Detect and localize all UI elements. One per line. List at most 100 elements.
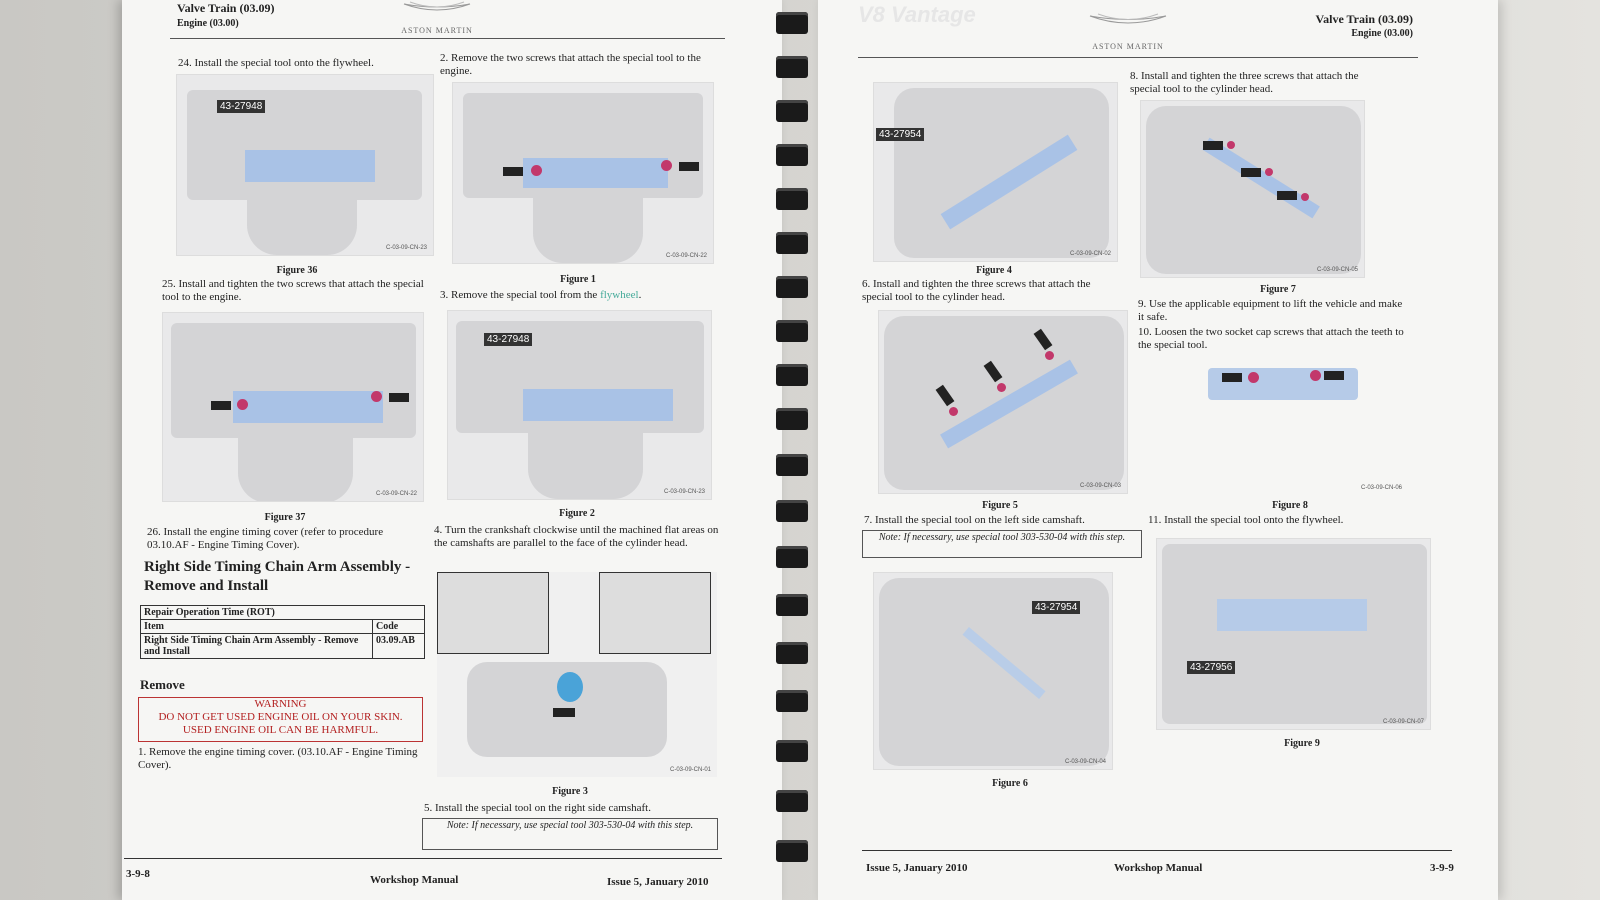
step-6: 6. Install and tighten the three screws …	[862, 278, 1091, 303]
note-box: Note: If necessary, use special tool 303…	[422, 818, 718, 850]
figure-code: C-03-09-CN-22	[665, 253, 707, 259]
figure-37-image: C-03-09-CN-22	[162, 312, 424, 502]
arrow-icon	[1222, 373, 1242, 382]
rot-item: Right Side Timing Chain Arm Assembly - R…	[140, 633, 373, 659]
logo-text: ASTON MARTIN	[401, 26, 473, 35]
watermark: V8 Vantage	[858, 2, 976, 27]
step-11: 11. Install the special tool onto the fl…	[1148, 514, 1344, 526]
aston-martin-logo: ASTON MARTIN	[392, 0, 482, 35]
flywheel-link[interactable]: flywheel	[600, 289, 639, 301]
step-5: 5. Install the special tool on the right…	[424, 802, 651, 814]
tool-label-43-27954: 43-27954	[1032, 601, 1081, 614]
tool-label-43-27948: 43-27948	[484, 333, 533, 346]
camshaft-highlight	[557, 672, 583, 702]
figure-36-image: 43-27948 C-03-09-CN-23	[176, 74, 434, 256]
figure-code: C-03-09-CN-23	[385, 245, 427, 251]
warning-title: WARNING	[254, 698, 307, 710]
figure-code: C-03-09-CN-05	[1316, 267, 1358, 273]
arrow-icon	[1241, 168, 1261, 177]
figure-7-image: C-03-09-CN-05	[1140, 100, 1365, 278]
step-9: 9. Use the applicable equipment to lift …	[1138, 298, 1403, 323]
step-10: 10. Loosen the two socket cap screws tha…	[1138, 326, 1404, 351]
footer-manual: Workshop Manual	[370, 874, 459, 886]
figure-code: C-03-09-CN-06	[1360, 485, 1402, 491]
figure-1-image: C-03-09-CN-22	[452, 82, 714, 264]
footer-manual: Workshop Manual	[1114, 862, 1203, 874]
step-3: 3. Remove the special tool from the flyw…	[440, 289, 642, 301]
figure-5-image: C-03-09-CN-03	[878, 310, 1128, 494]
left-header-subtitle: Engine (03.00)	[177, 18, 239, 29]
figure-6-image: 43-27954 C-03-09-CN-04	[873, 572, 1113, 770]
figure-4-caption: Figure 4	[976, 265, 1012, 276]
aston-martin-logo: ASTON MARTIN	[1078, 12, 1178, 51]
right-header-title: Valve Train (03.09)	[1315, 12, 1413, 26]
arrow-icon	[553, 708, 575, 717]
section-title: Right Side Timing Chain Arm Assembly - R…	[144, 559, 411, 594]
figure-8-image: C-03-09-CN-06	[1148, 350, 1408, 495]
header-rule	[858, 57, 1418, 58]
step-7: 7. Install the special tool on the left …	[864, 514, 1085, 526]
footer-issue: Issue 5, January 2010	[866, 862, 968, 874]
tool-label-43-27954: 43-27954	[876, 128, 925, 141]
warning-box: WARNING DO NOT GET USED ENGINE OIL ON YO…	[138, 697, 423, 742]
remove-heading: Remove	[140, 677, 185, 692]
note-box: Note: If necessary, use special tool 303…	[862, 530, 1142, 558]
footer-page-number: 3-9-9	[1430, 862, 1454, 874]
figure-code: C-03-09-CN-02	[1069, 251, 1111, 257]
step-25: 25. Install and tighten the two screws t…	[162, 278, 424, 303]
step-24: 24. Install the special tool onto the fl…	[178, 57, 374, 69]
tool-label-43-27956: 43-27956	[1187, 661, 1236, 674]
arrow-icon	[1203, 141, 1223, 150]
warning-text: DO NOT GET USED ENGINE OIL ON YOUR SKIN.…	[158, 711, 403, 736]
figure-3-image: C-03-09-CN-01	[437, 572, 717, 777]
figure-6-caption: Figure 6	[992, 778, 1028, 789]
figure-9-caption: Figure 9	[1284, 738, 1320, 749]
step-1: 1. Remove the engine timing cover. (03.1…	[138, 746, 418, 771]
figure-code: C-03-09-CN-01	[669, 767, 711, 773]
footer-rule	[124, 858, 722, 859]
tool-label-43-27948: 43-27948	[217, 100, 266, 113]
right-page: V8 Vantage ASTON MARTIN Valve Train (03.…	[818, 0, 1498, 900]
arrow-icon	[1277, 191, 1297, 200]
figure-code: C-03-09-CN-22	[375, 491, 417, 497]
rot-code: 03.09.AB	[372, 633, 425, 659]
left-header-title: Valve Train (03.09)	[177, 1, 275, 15]
rot-title: Repair Operation Time (ROT)	[140, 605, 425, 620]
figure-code: C-03-09-CN-03	[1079, 483, 1121, 489]
arrow-icon	[1324, 371, 1344, 380]
right-header-subtitle: Engine (03.00)	[1351, 28, 1413, 39]
figure-5-caption: Figure 5	[982, 500, 1018, 511]
figure-9-image: 43-27956 C-03-09-CN-07	[1156, 538, 1431, 730]
figure-8-caption: Figure 8	[1272, 500, 1308, 511]
figure-36-caption: Figure 36	[276, 265, 318, 276]
rot-col-code: Code	[372, 619, 425, 634]
header-rule	[170, 38, 725, 39]
rot-col-item: Item	[140, 619, 373, 634]
wings-icon	[403, 1, 471, 11]
step-2: 2. Remove the two screws that attach the…	[440, 52, 701, 77]
figure-3-caption: Figure 3	[552, 786, 588, 797]
arrow-icon	[503, 167, 523, 176]
figure-1-caption: Figure 1	[560, 274, 596, 285]
arrow-icon	[679, 162, 699, 171]
left-page: Valve Train (03.09) Engine (03.00) ASTON…	[122, 0, 782, 900]
logo-text: ASTON MARTIN	[1092, 42, 1164, 51]
figure-37-caption: Figure 37	[264, 512, 306, 523]
arrow-icon	[389, 393, 409, 402]
figure-2-caption: Figure 2	[559, 508, 595, 519]
figure-2-image: 43-27948 C-03-09-CN-23	[447, 310, 712, 500]
footer-rule	[862, 850, 1452, 851]
arrow-icon	[211, 401, 231, 410]
figure-code: C-03-09-CN-23	[663, 489, 705, 495]
step-26: 26. Install the engine timing cover (ref…	[147, 526, 384, 551]
footer-page-number: 3-9-8	[126, 868, 150, 880]
figure-code: C-03-09-CN-04	[1064, 759, 1106, 765]
figure-4-image: 43-27954 C-03-09-CN-02	[873, 82, 1118, 262]
figure-7-caption: Figure 7	[1260, 284, 1296, 295]
footer-issue: Issue 5, January 2010	[607, 876, 709, 888]
wings-icon	[1089, 13, 1167, 24]
step-8: 8. Install and tighten the three screws …	[1130, 70, 1359, 95]
step-4: 4. Turn the crankshaft clockwise until t…	[434, 524, 719, 549]
figure-code: C-03-09-CN-07	[1382, 719, 1424, 725]
